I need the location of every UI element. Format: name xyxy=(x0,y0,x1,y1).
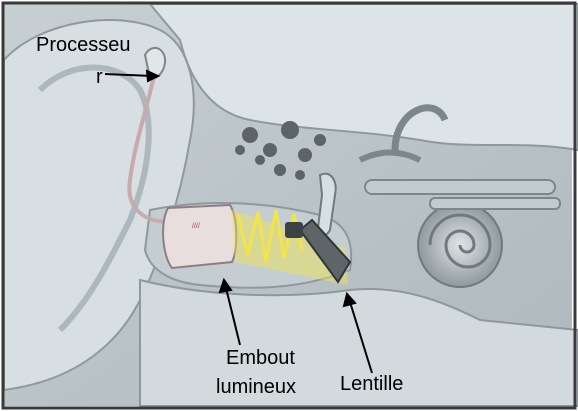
label-embout-line2: lumineux xyxy=(216,376,296,398)
light-tip xyxy=(163,205,236,268)
label-embout-line1: Embout xyxy=(226,347,295,369)
nerve-tube-2 xyxy=(430,198,560,209)
label-processeur-line1: Processeu xyxy=(36,34,131,56)
label-processeur-line2: r xyxy=(96,66,103,88)
tip-marking: //// xyxy=(192,223,200,230)
lens-cap xyxy=(285,222,303,238)
label-lentille: Lentille xyxy=(340,373,403,395)
nerve-tube xyxy=(365,180,555,194)
